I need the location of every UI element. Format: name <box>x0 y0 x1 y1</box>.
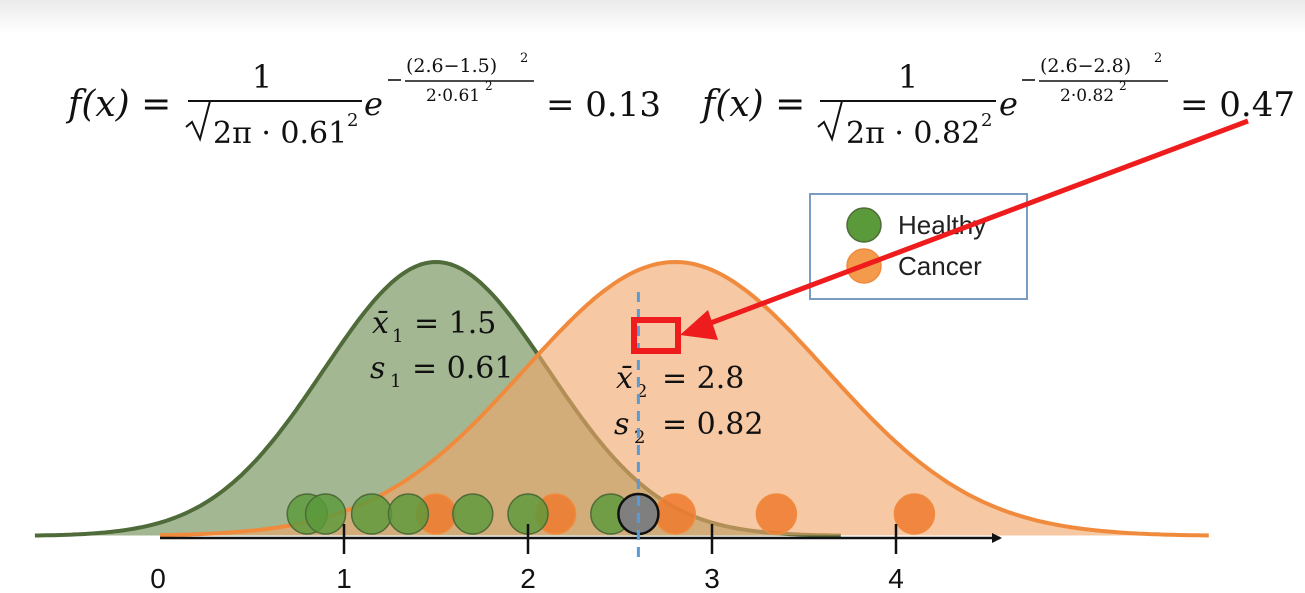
formula-left-denominator-exp: 2 <box>347 110 358 131</box>
formula-right-numerator: 1 <box>898 58 918 96</box>
cancer-mean-sub: 2 <box>636 381 647 402</box>
data-points <box>286 492 936 536</box>
cancer-sd-value: = 0.82 <box>662 407 763 442</box>
tick-label: 1 <box>336 563 352 593</box>
highlight-box <box>631 317 681 354</box>
healthy-sd-sub: 1 <box>390 371 401 392</box>
formula-left-result: = 0.13 <box>546 85 661 125</box>
cancer-data-point <box>893 493 936 535</box>
formula-right-exp-denominator-pow: 2 <box>1119 79 1127 93</box>
tick-marks <box>342 524 898 554</box>
healthy-mean-symbol: x̄ <box>372 306 389 341</box>
formula-left-lhs: f(x) = <box>65 84 171 125</box>
formula-left-exp-numerator: (2.6−1.5) <box>406 55 497 77</box>
formula-right-exp-denominator: 2·0.82 <box>1060 86 1114 106</box>
formula-right: f(x) = 1 2π · 0.82 2 e (2.6−2.8) 2 2·0.8… <box>699 51 1295 151</box>
formula-right-sqrt <box>817 100 994 142</box>
cancer-mean-symbol: x̄ <box>616 361 633 396</box>
tick-label: 3 <box>704 563 720 593</box>
healthy-stats: x̄ 1 = 1.5 s 1 = 0.61 <box>370 306 513 392</box>
formula-left-numerator: 1 <box>252 58 272 96</box>
formula-right-lhs: f(x) = <box>699 84 805 125</box>
cancer-data-point <box>654 493 696 535</box>
healthy-sd-value: = 0.61 <box>412 351 513 386</box>
formula-left-sqrt <box>185 100 360 142</box>
cancer-stats: x̄ 2 = 2.8 s 2 = 0.82 <box>614 361 763 448</box>
healthy-data-point <box>304 493 347 535</box>
formula-right-denominator: 2π · 0.82 <box>846 116 980 151</box>
formula-left: f(x) = 1 2π · 0.61 2 e (2.6−1.5) 2 2·0.6… <box>65 51 661 151</box>
healthy-sd-symbol: s <box>370 351 385 386</box>
tick-labels: 0 1 2 3 4 <box>150 563 904 593</box>
healthy-mean-value: = 1.5 <box>414 306 496 341</box>
top-fade <box>0 0 1305 34</box>
formula-left-denominator: 2π · 0.61 <box>213 116 347 151</box>
tick-label: 2 <box>520 563 536 593</box>
formula-right-e: e <box>999 85 1018 123</box>
healthy-mean-sub: 1 <box>392 326 403 347</box>
formula-right-result: = 0.47 <box>1180 85 1295 125</box>
cancer-mean-value: = 2.8 <box>662 361 744 396</box>
legend-cancer-label: Cancer <box>898 251 982 281</box>
tick-label: 0 <box>150 563 166 593</box>
formula-left-exp-denominator-pow: 2 <box>485 79 493 93</box>
formula-right-exp-numerator: (2.6−2.8) <box>1040 55 1131 77</box>
cancer-data-point <box>755 493 798 535</box>
healthy-data-point <box>452 493 494 535</box>
formula-right-denominator-exp: 2 <box>981 110 992 131</box>
healthy-data-point <box>350 493 393 535</box>
annotation-arrow <box>699 118 1249 330</box>
formula-right-exp-numerator-pow: 2 <box>1154 51 1162 66</box>
formula-left-exp-numerator-pow: 2 <box>520 51 528 66</box>
tick-label: 4 <box>888 563 904 593</box>
legend-healthy-swatch <box>846 207 882 243</box>
formula-left-exp-denominator: 2·0.61 <box>426 86 480 106</box>
healthy-data-point <box>387 493 430 535</box>
cancer-sd-symbol: s <box>614 407 629 442</box>
annotation-arrowhead <box>680 310 718 340</box>
formula-left-e: e <box>364 85 383 123</box>
